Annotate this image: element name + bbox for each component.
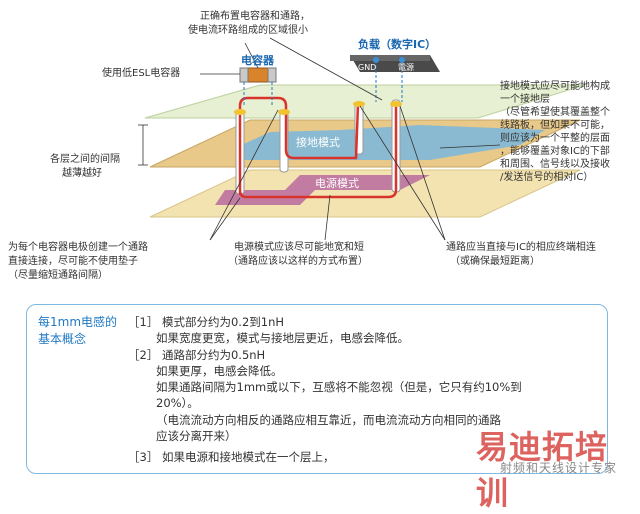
concept-box	[26, 304, 608, 474]
pads	[234, 101, 402, 115]
concept-box-title: 每1mm电感的 基本概念	[38, 314, 117, 348]
label-leaders	[138, 73, 501, 241]
current-loop	[238, 96, 398, 199]
concept-line: （电流流动方向相反的通路应相互靠近，而电流流动方向相同的通路	[156, 413, 501, 427]
power-pattern-label: 电源模式	[315, 176, 359, 190]
concept-line: ［2］ 通路部分约为0.5nH	[128, 348, 266, 362]
concept-line: 如果通路间隔为1mm或以下，互感将不能忽视（但是，它只有约10%到	[156, 380, 522, 394]
bottom-layer	[149, 169, 581, 218]
right-note-line: 接地模式应尽可能地构成	[500, 81, 610, 92]
bottom-center-note-1: 电源模式应该尽可能地宽和短	[234, 242, 364, 253]
concept-line: 如果宽度更宽，模式与接地层更近，电感会降低。	[156, 331, 409, 345]
right-note-line: 则应该为一个平整的层面	[500, 133, 610, 144]
watermark-subtitle: 射频和天线设计专家	[500, 461, 618, 475]
left-spacing-note-1: 各层之间的间隔	[50, 154, 120, 165]
bottom-left-note-1: 为每个电容器电极创建一个通路	[8, 242, 148, 253]
right-note-line: 一个接地层	[500, 94, 550, 105]
capacitor-icon	[239, 67, 277, 83]
bottom-right-note-1: 通路应当直接与IC的相应终端相连	[446, 242, 596, 253]
right-note-line: /发送信号的相对IC）	[500, 172, 594, 183]
right-note-line: （尽管希望使其覆盖整个	[500, 107, 610, 118]
concept-title-line: 每1mm电感的	[38, 315, 118, 329]
top-layer	[144, 84, 586, 119]
dashed-leaders	[243, 37, 403, 106]
left-spacing-note-2: 越薄越好	[62, 168, 102, 179]
pcb-layer-diagram: 接地模式 电源模式 GND 電源	[138, 37, 586, 241]
top-center-note-2: 使电流环路组成的区域很小	[188, 25, 308, 36]
load-title: 负载（数字IC）	[358, 38, 437, 51]
right-note-line: 和周围、信号线以及接收	[500, 159, 610, 170]
bottom-left-note-3: （尽量缩短通路间隔）	[8, 270, 108, 281]
ic-chip-icon	[350, 55, 440, 72]
capacitor-title: 电容器	[241, 54, 274, 67]
pin-gnd-label: GND	[358, 63, 376, 72]
right-note-line: ，能够覆盖对象IC的下部	[500, 146, 610, 157]
bottom-right-note-2: （或确保最短距离）	[450, 256, 540, 267]
concept-line: 20%）。	[156, 396, 199, 410]
concept-line: ［1］ 模式部分约为0.2到1nH	[128, 315, 285, 329]
bottom-left-note-2: 直接连接，尽可能不使用垫子	[8, 256, 138, 267]
concept-line: 应该分离开来）	[156, 429, 237, 443]
right-note-line: 线路板，但如果不可能，	[500, 120, 610, 131]
pin-power-label: 電源	[398, 63, 414, 72]
concept-title-line: 基本概念	[38, 332, 87, 346]
concept-line: ［3］ 如果电源和接地模式在一个层上，	[128, 450, 335, 464]
bottom-center-note-2: （通路应该以这样的方式布置）	[228, 256, 368, 267]
capacitor-note: 使用低ESL电容器	[102, 68, 181, 79]
top-center-note-1: 正确布置电容器和通路，	[200, 11, 310, 22]
concept-line: 如果更厚，电感会降低。	[156, 364, 283, 378]
ground-pattern-label: 接地模式	[296, 136, 340, 149]
ground-pattern	[235, 125, 545, 160]
right-note: 接地模式应尽可能地构成 一个接地层 （尽管希望使其覆盖整个 线路板，但如果不可能…	[500, 80, 610, 184]
